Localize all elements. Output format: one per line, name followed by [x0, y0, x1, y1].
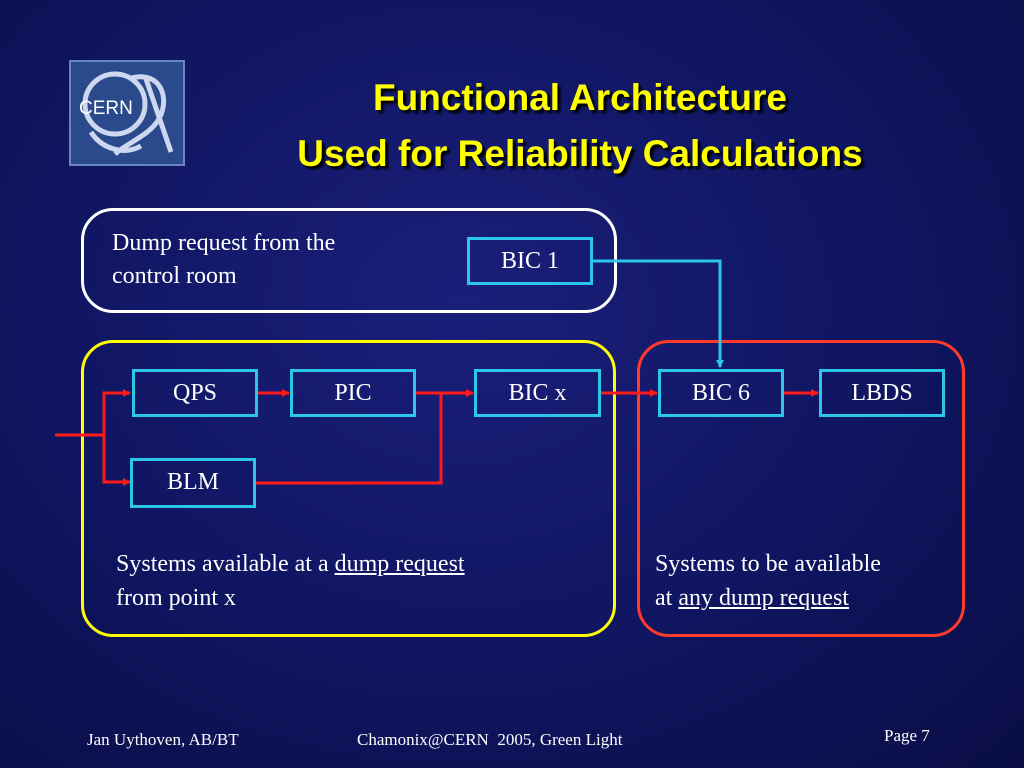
footer-page-number: Page 7: [884, 726, 930, 745]
any-dump-caption-1: Systems to be available: [655, 551, 881, 577]
box-bic-1: BIC 1: [467, 237, 593, 285]
any-dump-caption-2: at any dump request: [655, 581, 849, 615]
any-dump-caption-underlined: any dump request: [678, 585, 849, 611]
footer-event: Chamonix@CERN 2005, Green Light: [357, 730, 623, 749]
link-split-blm: [102, 435, 131, 486]
box-bic-6: BIC 6: [658, 369, 784, 417]
control-room-text-2: control room: [112, 263, 237, 289]
cern-logo: CERN: [69, 60, 185, 166]
link-bic1-bic6: [593, 259, 724, 368]
box-bic-x: BIC x: [474, 369, 601, 417]
point-x-caption-underlined: dump request: [334, 551, 465, 577]
point-x-region: [81, 340, 616, 637]
control-room-text-1: Dump request from the: [112, 230, 336, 256]
title-line-2: Used for Reliability Calculations: [297, 133, 863, 174]
link-split-qps: [102, 389, 131, 435]
box-pic: PIC: [290, 369, 416, 417]
box-blm: BLM: [130, 458, 256, 508]
point-x-caption-1: Systems available at a dump request: [116, 547, 465, 581]
title-line-1: Functional Architecture: [373, 77, 787, 118]
point-x-caption-2: from point x: [116, 585, 236, 611]
point-x-caption-prefix: Systems available at a: [116, 551, 335, 577]
box-qps: QPS: [132, 369, 258, 417]
footer-author: Jan Uythoven, AB/BT: [87, 730, 239, 749]
cern-logo-icon: CERN: [79, 71, 174, 156]
cern-logo-text: CERN: [79, 98, 133, 119]
link-blm-bicx: [256, 393, 443, 485]
any-dump-caption-prefix: at: [655, 585, 679, 611]
any-dump-region: [637, 340, 965, 637]
box-lbds: LBDS: [819, 369, 945, 417]
